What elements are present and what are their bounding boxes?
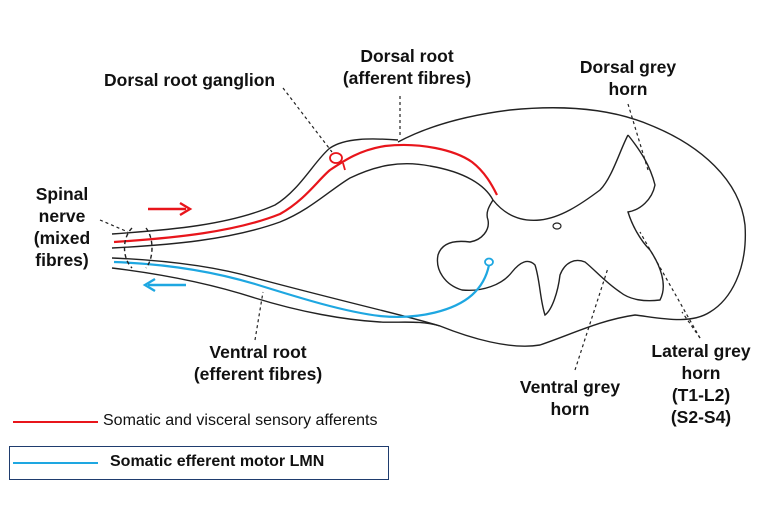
- legend-afferent-label: Somatic and visceral sensory afferents: [103, 412, 378, 429]
- label-dorsal-root: Dorsal root (afferent fibres): [322, 45, 492, 89]
- label-ventral-root: Ventral root (efferent fibres): [170, 341, 346, 385]
- label-lateral-horn-line3: (T1-L2): [671, 385, 731, 405]
- label-dorsal-horn-line2: horn: [608, 79, 648, 99]
- label-dorsal-horn-line1: Dorsal grey: [579, 57, 677, 77]
- label-ventral-horn-line2: horn: [550, 399, 590, 419]
- label-dorsal-root-line2: (afferent fibres): [342, 68, 472, 88]
- label-lateral-horn-line1: Lateral grey: [651, 341, 751, 361]
- label-lateral-horn-line4: (S2-S4): [670, 407, 732, 427]
- ventral-root-outline-upper: [111, 257, 381, 311]
- afferent-ganglion-stalk: [342, 162, 346, 171]
- dorsal-root-ganglion: [329, 152, 343, 164]
- label-dorsal-grey-horn: Dorsal grey horn: [560, 56, 696, 100]
- label-dorsal-root-line1: Dorsal root: [360, 46, 454, 66]
- leader-lateral-horn-1: [639, 231, 701, 339]
- afferent-fibre: [113, 143, 498, 244]
- dorsal-root-outline-upper: [111, 138, 399, 235]
- legend-efferent-box: [9, 446, 389, 480]
- label-lateral-grey-horn: Lateral grey horn (T1-L2) (S2-S4): [636, 340, 766, 428]
- label-ventral-root-line2: (efferent fibres): [193, 364, 323, 384]
- leader-spinal-nerve: [99, 219, 129, 233]
- dorsal-root-outline-lower: [111, 162, 494, 249]
- label-spinal-nerve: Spinal nerve (mixed fibres): [26, 183, 98, 271]
- label-ventral-root-line1: Ventral root: [209, 342, 307, 362]
- leader-lines: [99, 87, 701, 371]
- efferent-fibre: [113, 260, 491, 318]
- motor-neuron-soma: [484, 257, 494, 267]
- central-canal: [552, 222, 562, 230]
- label-spinal-nerve-line3: (mixed: [33, 228, 91, 248]
- label-ventral-horn-line1: Ventral grey: [519, 377, 621, 397]
- ventral-root-outline-lower: [111, 267, 441, 327]
- spinal-nerve-bracket-left: [123, 227, 133, 269]
- label-ventral-grey-horn: Ventral grey horn: [498, 376, 642, 420]
- leader-drg: [282, 87, 333, 153]
- leader-ventral-horn: [574, 267, 609, 371]
- label-dorsal-root-ganglion: Dorsal root ganglion: [104, 70, 276, 90]
- leader-ventral-root: [254, 291, 264, 341]
- spinal-nerve-bracket-right: [145, 227, 153, 269]
- legend-efferent-swatch: [13, 462, 98, 464]
- label-spinal-nerve-line2: nerve: [38, 206, 86, 226]
- grey-matter-outline: [436, 134, 664, 317]
- spinal-cord-outline: [379, 107, 747, 347]
- label-lateral-horn-line2: horn: [681, 363, 721, 383]
- leader-lateral-horn-2: [681, 311, 701, 339]
- afferent-arrow: [148, 201, 193, 217]
- label-spinal-nerve-line1: Spinal: [35, 184, 89, 204]
- efferent-arrow: [142, 277, 186, 293]
- legend-afferent-swatch: [13, 421, 98, 423]
- legend-efferent-label: Somatic efferent motor LMN: [110, 453, 325, 470]
- label-spinal-nerve-line4: fibres): [35, 250, 89, 270]
